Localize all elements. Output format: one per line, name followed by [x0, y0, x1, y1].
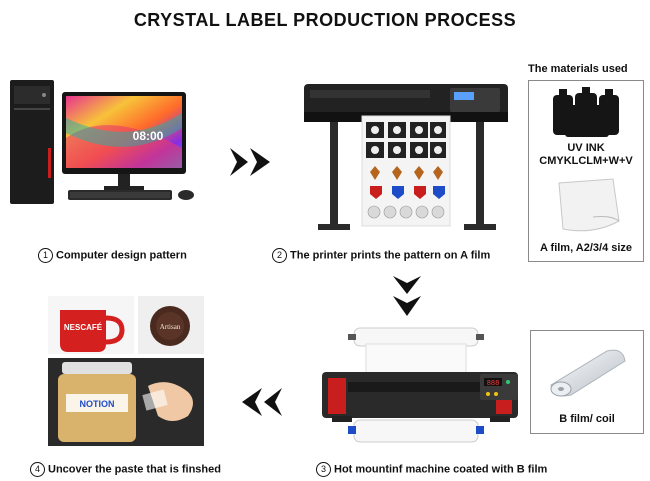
a-film-label: A film, A2/3/4 size: [539, 242, 633, 254]
step-3-number: 3: [316, 462, 331, 477]
svg-text:888: 888: [487, 380, 500, 388]
arrow-right-icon: [230, 148, 272, 176]
step-4-label: Uncover the paste that is finshed: [48, 463, 221, 476]
lid-brand-text: Artisan: [160, 323, 181, 331]
computer-illustration: 08:00: [8, 78, 203, 208]
uv-ink-bottles: [547, 85, 627, 141]
uv-ink-line1: UV INK: [567, 142, 605, 154]
materials-title: The materials used: [528, 63, 628, 75]
b-film-coil: [545, 345, 629, 399]
diagram-title: CRYSTAL LABEL PRODUCTION PROCESS: [133, 10, 517, 30]
materials-panel: UV INK CMYKLCLM+W+V A film, A2/3/4 size: [528, 80, 644, 262]
laminator-illustration: 888: [318, 326, 524, 450]
uv-ink-line2: CMYKLCLM+W+V: [539, 155, 633, 167]
mug-brand-text: NESCAFÉ: [64, 323, 103, 332]
step-3-label: Hot mountinf machine coated with B film: [334, 463, 548, 476]
arrow-down-icon: [393, 276, 421, 318]
monitor-time-text: 08:00: [133, 129, 164, 143]
b-film-panel: B film/ coil: [530, 330, 644, 434]
step-2-label: The printer prints the pattern on A film: [290, 249, 491, 262]
a-film-sheet: [553, 177, 623, 237]
b-film-label: B film/ coil: [559, 413, 615, 425]
products-illustration: NESCAFÉ Artisan NOTION: [48, 296, 204, 446]
step-2-number: 2: [272, 248, 287, 263]
printer-illustration: [300, 78, 512, 236]
step-4-number: 4: [30, 462, 45, 477]
step-1-number: 1: [38, 248, 53, 263]
step-1-label: Computer design pattern: [56, 249, 187, 262]
jar-brand-text: NOTION: [80, 399, 115, 409]
arrow-left-icon: [240, 388, 282, 416]
uv-ink-label: UV INK CMYKLCLM+W+V: [529, 142, 643, 168]
